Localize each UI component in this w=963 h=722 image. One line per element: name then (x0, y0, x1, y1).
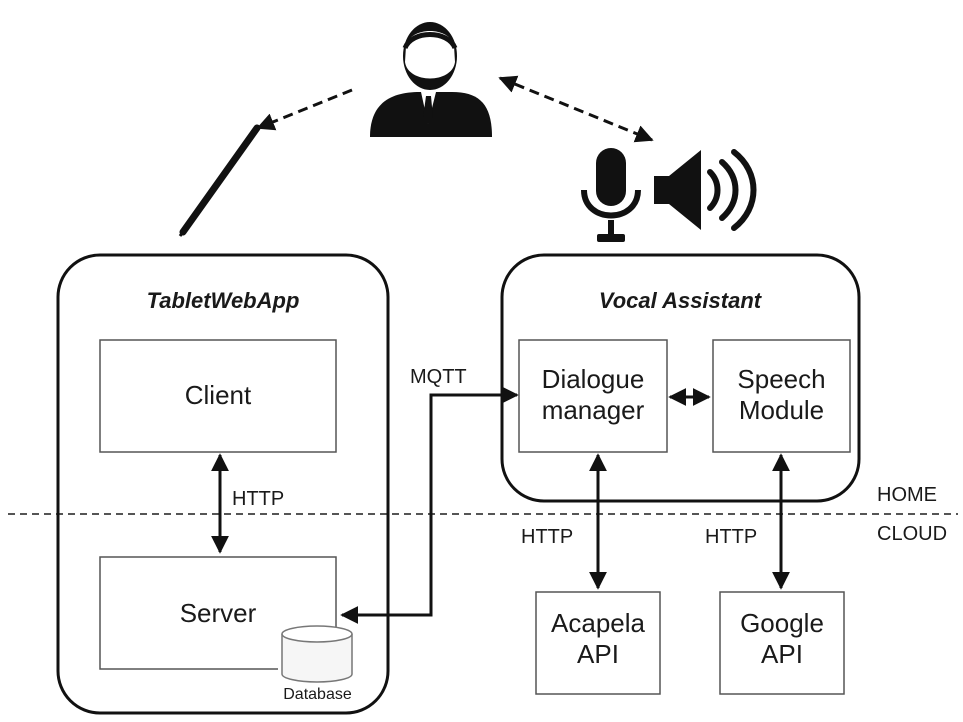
client-server-http-label: HTTP (232, 488, 285, 510)
tablet-web-app-title: TabletWebApp (146, 288, 300, 313)
google-api-label: Google API (740, 608, 824, 670)
mqtt-arrow (340, 386, 519, 624)
speech-module-label: Speech Module (737, 364, 826, 426)
server-label: Server (179, 598, 257, 628)
user-tablet-dashed-arrow (256, 88, 353, 131)
microphone-icon (581, 148, 641, 242)
dialogue-acapela-http-label: HTTP (521, 526, 574, 548)
dialogue-manager-label: Dialogue manager (541, 364, 645, 426)
client-label: Client (184, 380, 252, 410)
vocal-assistant-container (500, 253, 861, 503)
speech-module-box (712, 339, 851, 453)
client-box (99, 339, 337, 453)
cloud-zone-label: CLOUD (877, 523, 948, 545)
user-assistant-dashed-arrow (498, 75, 654, 143)
dialogue-manager-box (518, 339, 668, 453)
acapela-api-box (535, 591, 661, 695)
speech-google-http-label: HTTP (705, 526, 758, 548)
database-label: Database (283, 686, 352, 703)
database-icon (278, 625, 355, 684)
stylus-icon (178, 124, 261, 237)
google-api-box (719, 591, 845, 695)
vocal-assistant-title: Vocal Assistant (598, 288, 762, 313)
home-zone-label: HOME (877, 484, 937, 506)
mqtt-label: MQTT (410, 366, 467, 388)
speaker-icon (654, 149, 757, 231)
acapela-api-label: Acapela API (551, 608, 645, 670)
user-icon (370, 22, 492, 137)
